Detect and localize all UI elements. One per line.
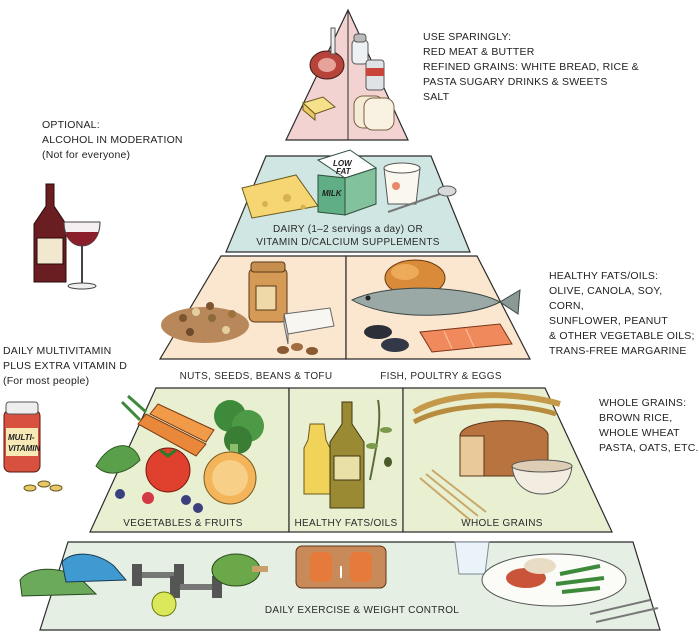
use-sparingly-note: USE SPARINGLY: RED MEAT & BUTTER REFINED… (423, 31, 639, 103)
dinner-plate-icon (481, 553, 627, 607)
fish-icon (350, 287, 521, 316)
beans-icon (277, 343, 318, 355)
nuts-label: NUTS, SEEDS, BEANS & TOFU (180, 371, 333, 382)
ping-pong-paddle-icon (211, 553, 268, 587)
dairy-label-line2: VITAMIN D/CALCIUM SUPPLEMENTS (256, 237, 440, 248)
carrots-icon (120, 394, 215, 457)
tomato-icon (145, 447, 191, 493)
olive-branch-icon (366, 399, 392, 481)
pasta-icon (419, 469, 487, 521)
dairy-label-line1: DAIRY (1–2 servings a day) OR (273, 224, 423, 235)
vitamin-multi-text: MULTI- (8, 433, 35, 442)
whole-grains-note: WHOLE GRAINS: BROWN RICE, WHOLE WHEAT PA… (599, 397, 699, 454)
vitamin-bottle-icon: MULTI- VITAMIN (3, 401, 41, 473)
exercise-label: DAILY EXERCISE & WEIGHT CONTROL (265, 605, 459, 616)
pills-icon (23, 480, 63, 492)
leafy-greens-icon (95, 445, 141, 474)
milk-text: MILK (322, 189, 343, 198)
grains-label: WHOLE GRAINS (461, 518, 542, 529)
nut-jar-icon (248, 261, 288, 323)
fish-label: FISH, POULTRY & EGGS (380, 371, 502, 382)
water-glass-icon (454, 541, 490, 575)
optional-note: OPTIONAL: ALCOHOL IN MODERATION (Not for… (42, 119, 183, 161)
olive-oil-bottle-icon (329, 401, 365, 509)
milk-carton-icon: LOW FAT MILK (316, 149, 378, 216)
vegetables-label: VEGETABLES & FRUITS (123, 518, 242, 529)
tofu-icon (283, 307, 335, 345)
milk-fat-text: FAT (336, 167, 352, 176)
bathroom-scale-icon (295, 545, 387, 589)
spoon-icon (387, 185, 457, 213)
red-meat-icon (309, 27, 345, 80)
rice-bowl-icon (511, 459, 573, 495)
wheat-bundle-icon (412, 392, 561, 425)
wine-bottle-icon (33, 183, 67, 283)
fork-knife-icon (589, 599, 659, 623)
oils-label: HEALTHY FATS/OILS (295, 518, 398, 529)
white-bread-icon (353, 95, 395, 131)
mixed-nuts-icon (161, 302, 249, 343)
roast-chicken-icon (384, 259, 446, 297)
dumbbell-icon (132, 564, 222, 598)
salmon-fillet-icon (419, 323, 513, 353)
tennis-ball-icon (151, 591, 177, 617)
milk-low-text: LOW (333, 159, 353, 168)
wine-glass-icon (63, 221, 101, 290)
multivitamin-note: DAILY MULTIVITAMIN PLUS EXTRA VITAMIN D … (3, 345, 127, 387)
soda-can-icon (365, 59, 385, 91)
mussels-icon (364, 325, 409, 352)
vitamin-vitamin-text: VITAMIN (8, 444, 41, 453)
salt-shaker-icon (351, 33, 369, 65)
yogurt-cup-icon (383, 162, 421, 205)
melon-icon (203, 451, 257, 505)
sneakers-icon (19, 553, 128, 597)
butter-icon (302, 96, 336, 122)
berries-icon (115, 489, 203, 513)
healthy-fats-note: HEALTHY FATS/OILS: OLIVE, CANOLA, SOY, C… (549, 270, 695, 357)
